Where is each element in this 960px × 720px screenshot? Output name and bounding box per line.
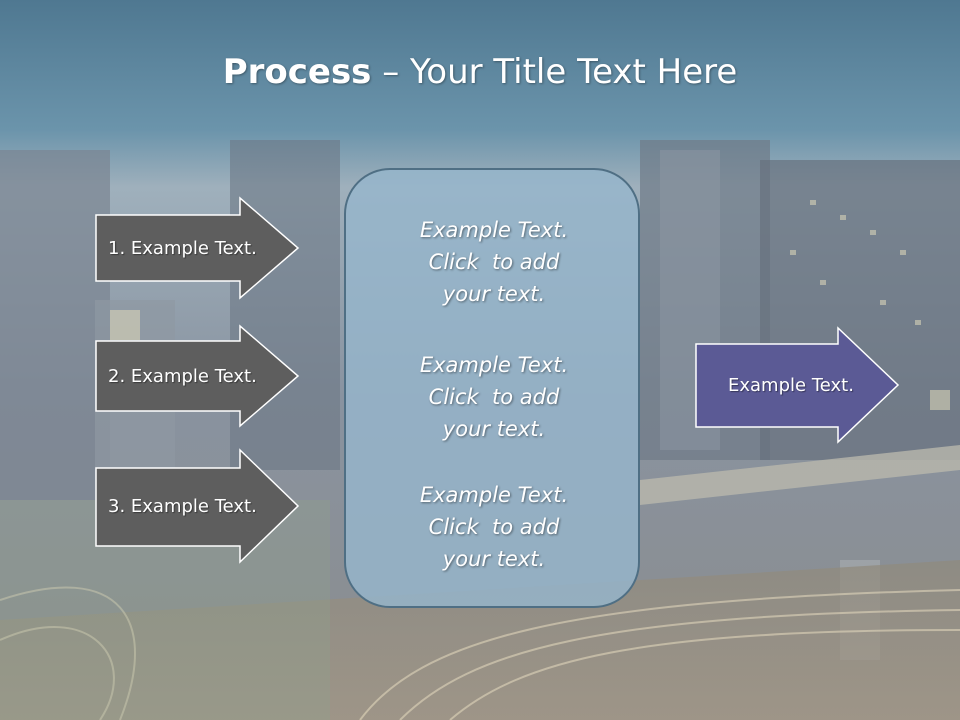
process-step-label-1: 1. Example Text. (108, 237, 257, 259)
process-step-arrow-2[interactable]: 2. Example Text. (94, 324, 300, 428)
result-arrow-label: Example Text. (728, 374, 854, 396)
center-text-line: your text. (442, 547, 546, 571)
center-text-line: your text. (442, 417, 546, 441)
center-text-line: your text. (442, 282, 546, 306)
right-arrow-shape-icon (95, 448, 300, 564)
title-bold-word: Process (222, 52, 372, 92)
right-arrow-shape-icon (695, 326, 900, 444)
process-step-arrow-3[interactable]: 3. Example Text. (94, 448, 300, 564)
process-step-label-2: 2. Example Text. (108, 365, 257, 387)
right-arrow-shape-icon (95, 196, 300, 300)
center-text-line: Click to add (428, 385, 560, 409)
title-subtext: – Your Title Text Here (371, 52, 738, 92)
right-arrow-shape-icon (95, 324, 300, 428)
center-text-line: Click to add (428, 515, 560, 539)
center-text-block-3: Example Text. Click to add your text. (346, 479, 642, 575)
center-text-block-2: Example Text. Click to add your text. (346, 349, 642, 445)
process-step-arrow-1[interactable]: 1. Example Text. (94, 196, 300, 300)
center-text-line: Example Text. (419, 483, 569, 507)
center-text-block-1: Example Text. Click to add your text. (346, 214, 642, 310)
center-text-line: Example Text. (419, 218, 569, 242)
process-step-label-3: 3. Example Text. (108, 495, 257, 517)
center-text-line: Example Text. (419, 353, 569, 377)
result-arrow[interactable]: Example Text. (694, 326, 900, 444)
center-text-box[interactable]: Example Text. Click to add your text. Ex… (344, 168, 640, 608)
slide-title: Process – Your Title Text Here (0, 52, 960, 92)
center-text-line: Click to add (428, 250, 560, 274)
